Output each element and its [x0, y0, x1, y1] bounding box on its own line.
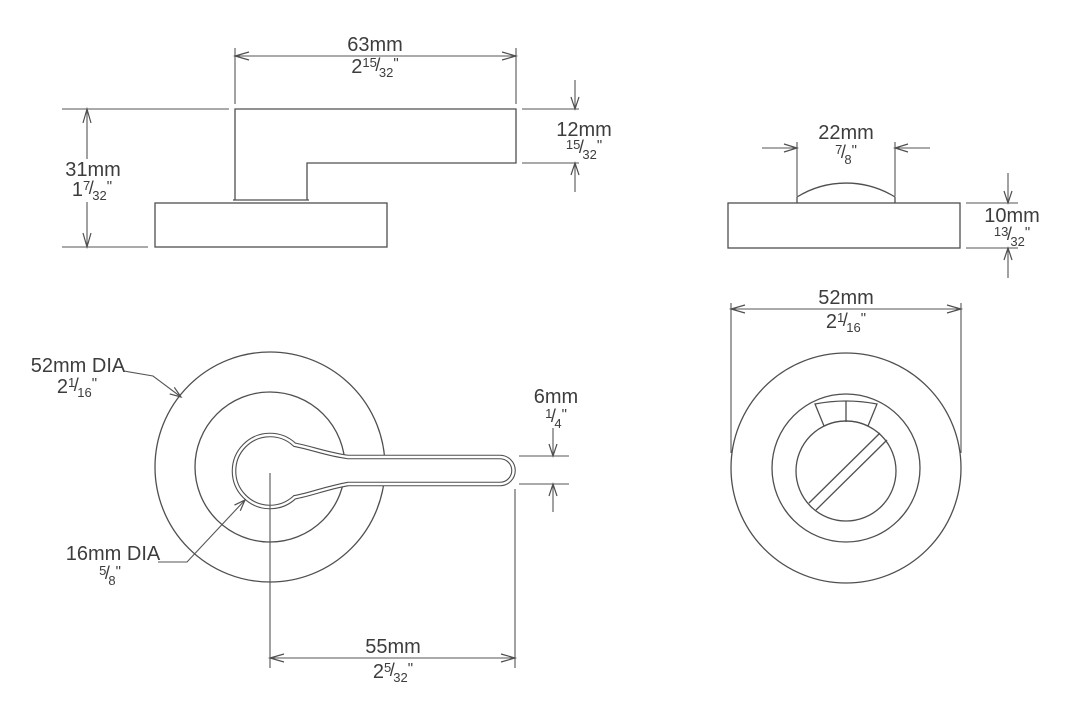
dim-text-imperial: 7/8" [835, 142, 857, 167]
dim-text-metric: 52mm DIA [31, 355, 126, 377]
arrowhead-down [82, 232, 92, 250]
dim-text-imperial: 1/4" [545, 406, 567, 431]
leader-line [158, 499, 246, 563]
turn-rose-outer-circle [730, 352, 962, 584]
arrowhead-up [1003, 246, 1013, 261]
dim-text-metric: 16mm DIA [66, 543, 161, 565]
text-backing [60, 159, 126, 202]
slot-line [808, 432, 881, 504]
dim-12mm: 12mm 15/32" [522, 80, 612, 192]
arrowhead-down [1003, 190, 1013, 205]
arrowhead-up [570, 161, 580, 176]
thumbturn-tab [814, 400, 878, 427]
dim-text-metric: 6mm [534, 386, 578, 408]
arrowhead-right [946, 304, 964, 314]
thumbturn-side-view: 22mm 7/8" 10mm 13/32" [727, 122, 1040, 278]
turn-rose-inner-circle [771, 393, 921, 543]
dim-10mm: 10mm 13/32" [966, 173, 1040, 278]
lever-outline [231, 432, 516, 510]
dim-text-imperial: 21/16" [57, 375, 97, 400]
arrowhead-down [570, 96, 580, 111]
arrowhead-left [267, 653, 285, 663]
rose-side-profile [154, 202, 388, 248]
dim-22mm: 22mm 7/8" [762, 122, 930, 196]
arrowhead [234, 498, 247, 511]
thumbturn-slot [808, 432, 888, 511]
lever-outline-inner [232, 433, 515, 509]
dim-text-imperial: 5/8" [99, 563, 121, 588]
dim-text-metric: 31mm [65, 159, 121, 181]
lever-side-view: 63mm 215/32" 12mm 15/32" 31mm 17/32" [60, 34, 612, 250]
dim-text-imperial: 215/32" [351, 55, 398, 80]
rose-side-profile [727, 202, 961, 249]
arrowhead-left [892, 143, 909, 153]
arrowhead-up [548, 482, 558, 497]
dim-text-metric: 63mm [347, 34, 403, 56]
arrowhead-left [232, 51, 250, 61]
leader-line [123, 370, 182, 398]
arrowhead-down [548, 443, 558, 458]
arrowhead-right [501, 51, 519, 61]
dim-55mm: 55mm 25/32" [267, 489, 518, 685]
dim-text-imperial: 13/32" [994, 224, 1030, 249]
dim-31mm: 31mm 17/32" [60, 106, 229, 250]
dim-63mm: 63mm 215/32" [232, 34, 519, 104]
thumbturn-dome [796, 182, 896, 203]
dim-text-imperial: 17/32" [72, 178, 112, 203]
dim-text-metric: 12mm [556, 119, 612, 141]
thumbturn-knob-circle [795, 420, 897, 522]
lever-front-view: 52mm DIA 21/16" 16mm DIA 5/8" 6mm 1/4" [31, 351, 578, 685]
arrowhead [169, 386, 183, 399]
arrowhead-right [500, 653, 518, 663]
arrowhead-left [728, 304, 746, 314]
arrowhead-right [783, 143, 800, 153]
dim-text-metric: 52mm [818, 287, 874, 309]
label-52mm-dia: 52mm DIA 21/16" [31, 355, 183, 400]
label-16mm-dia: 16mm DIA 5/8" [66, 498, 247, 588]
arrowhead-up [82, 106, 92, 124]
dim-text-imperial: 15/32" [566, 137, 602, 162]
slot-line [815, 439, 888, 511]
dim-text-metric: 22mm [818, 122, 874, 144]
dim-6mm: 6mm 1/4" [519, 386, 578, 512]
lever-grip-profile [234, 108, 517, 200]
dim-text-metric: 55mm [365, 636, 421, 658]
dim-text-imperial: 21/16" [826, 310, 866, 335]
dim-52mm: 52mm 21/16" [728, 287, 964, 453]
dim-text-metric: 10mm [984, 205, 1040, 227]
dim-text-imperial: 25/32" [373, 660, 413, 685]
thumbturn-front-view: 52mm 21/16" [728, 287, 964, 584]
